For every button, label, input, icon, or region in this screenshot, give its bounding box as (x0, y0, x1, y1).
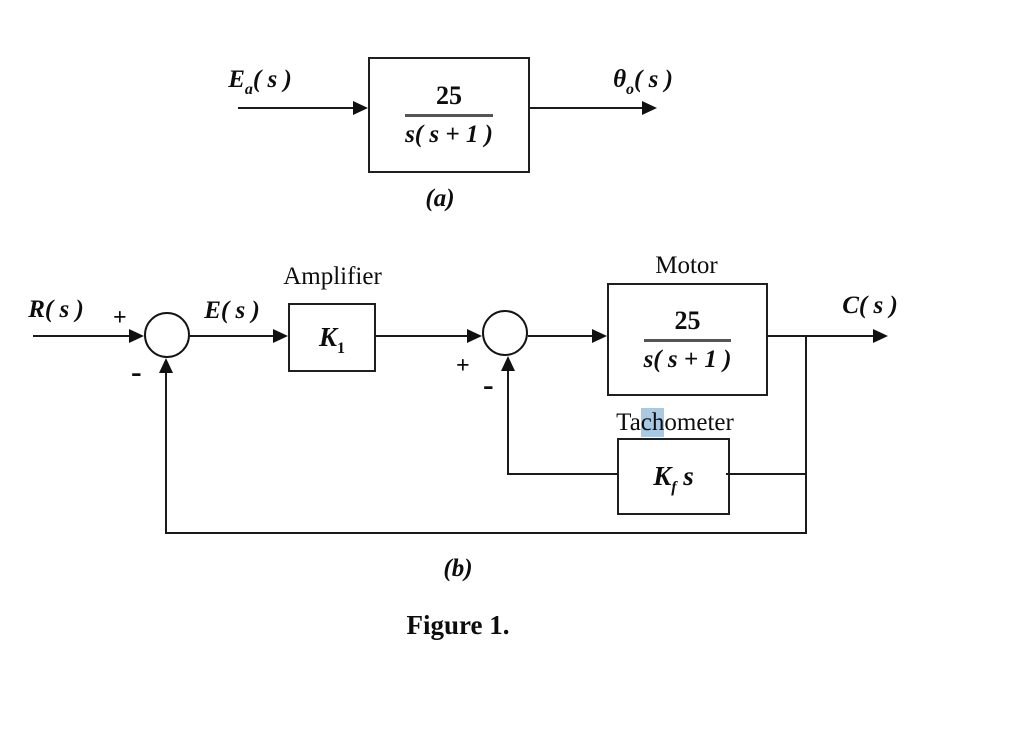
sum1-plus-sign: + (113, 305, 127, 331)
numerator: 25 (435, 81, 462, 110)
gain-base: K (653, 461, 672, 491)
motor-transfer-function: 25 s( s + 1 ) (643, 305, 732, 373)
tachometer-title-post: ometer (664, 409, 734, 436)
arrowhead-output-b (873, 329, 888, 343)
reference-line (33, 335, 131, 337)
label-args: ( s ) (252, 66, 292, 93)
gain-suffix: s (676, 461, 694, 491)
sum2-minus-sign: - (483, 366, 494, 402)
arrowhead-into-sum2 (467, 329, 482, 343)
sum2-plus-sign: + (456, 353, 470, 379)
summing-junction-1 (144, 312, 190, 358)
label-base: R (28, 296, 45, 323)
denominator: s( s + 1 ) (643, 345, 732, 373)
signal-label-r: R( s ) (10, 296, 102, 324)
tachometer-title-pre: Ta (616, 409, 641, 436)
fraction-bar (643, 338, 732, 342)
signal-label-e: E( s ) (190, 297, 274, 325)
amplifier-block: K1 (288, 303, 376, 372)
arrowhead-output-a (642, 101, 657, 115)
amplifier-gain: K1 (318, 322, 345, 357)
plant-block-a: 25 s( s + 1 ) (368, 57, 530, 173)
signal-line-ea (238, 107, 355, 109)
amp-to-sum2-line (374, 335, 469, 337)
error-line (189, 335, 275, 337)
tachometer-title: Tachometer (590, 408, 760, 437)
label-base: C (842, 292, 859, 319)
gain-subscript: 1 (337, 340, 345, 357)
arrowhead-into-sum2-bottom (501, 356, 515, 371)
gain-base: K (318, 322, 337, 352)
tachometer-block: Kf s (617, 438, 730, 515)
signal-label-ea: Ea( s ) (210, 66, 310, 98)
sum1-minus-sign: - (131, 353, 142, 389)
arrowhead-into-sum1 (129, 329, 144, 343)
label-subscript: a (244, 81, 253, 98)
part-b-tag: (b) (443, 555, 473, 582)
denominator: s( s + 1 ) (405, 121, 493, 148)
outer-feedback-line (165, 532, 807, 534)
label-subscript: o (626, 81, 635, 98)
tachometer-input-line (726, 473, 806, 475)
motor-block: 25 s( s + 1 ) (607, 283, 768, 396)
signal-label-theta: θo( s ) (588, 66, 698, 98)
transfer-function-a: 25 s( s + 1 ) (405, 83, 493, 147)
motor-title: Motor (655, 252, 718, 279)
label-base: θ (613, 66, 627, 93)
figure-caption: Figure 1. (406, 610, 510, 640)
arrowhead-into-sum1-bottom (159, 358, 173, 373)
label-args: ( s ) (220, 297, 260, 324)
tachometer-title-highlight: ch (640, 408, 665, 437)
arrowhead-into-motor (592, 329, 607, 343)
label-args: ( s ) (634, 66, 673, 93)
tachometer-feedback-vertical (507, 370, 509, 475)
label-args: ( s ) (44, 296, 84, 323)
sum2-to-motor-line (528, 335, 594, 337)
amplifier-title: Amplifier (283, 263, 382, 290)
outer-feedback-vertical (165, 372, 167, 533)
pickoff-vertical-line (805, 336, 807, 534)
numerator: 25 (674, 305, 701, 335)
part-a-tag: (a) (425, 185, 455, 212)
arrowhead-into-amplifier (273, 329, 288, 343)
gain-subscript: f (671, 479, 677, 496)
label-base: E (228, 66, 245, 93)
arrowhead-into-plant-a (353, 101, 368, 115)
signal-line-theta (530, 107, 644, 109)
fraction-bar (405, 114, 493, 117)
tachometer-gain: Kf s (653, 461, 694, 496)
summing-junction-2 (482, 310, 528, 356)
signal-label-c: C( s ) (826, 292, 914, 320)
tachometer-output-line (508, 473, 618, 475)
label-base: E (204, 297, 221, 324)
label-args: ( s ) (858, 292, 898, 319)
output-line (766, 335, 875, 337)
